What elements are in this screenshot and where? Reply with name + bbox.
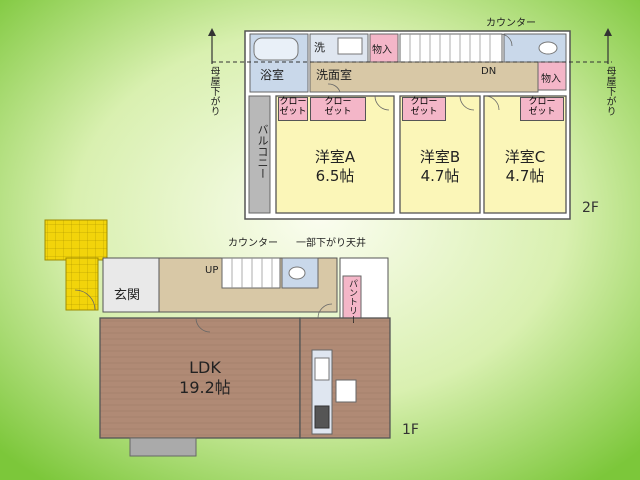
bathtub <box>253 37 299 61</box>
closet-c: クローゼット <box>520 97 564 121</box>
stairs-up-label: UP <box>205 265 219 276</box>
bedroom-c-label: 洋室C 4.7帖 <box>490 148 560 186</box>
roof-step-right-label: 母屋下がり <box>604 66 615 116</box>
washer-label: 洗 <box>314 41 325 54</box>
ldk-label: LDK 19.2帖 <box>150 358 260 398</box>
stairs-second <box>399 33 503 63</box>
bedroom-b-name: 洋室B <box>419 148 461 166</box>
counter-label-second: カウンター <box>486 18 536 29</box>
closet-b: クローゼット <box>402 97 446 121</box>
balcony-label: バルコニー <box>256 124 269 179</box>
storage-right-label: 物入 <box>541 74 561 85</box>
porch-tiles-top <box>44 219 108 261</box>
stairs-first <box>221 257 281 289</box>
bedroom-a-size: 6.5帖 <box>315 166 355 185</box>
first-floor-label: 1F <box>402 422 419 438</box>
ceiling-label: 一部下がり天井 <box>296 238 366 249</box>
ldk-size: 19.2帖 <box>179 378 231 397</box>
stairs-down-label: DN <box>481 66 497 77</box>
counter-label-first: カウンター <box>228 238 278 249</box>
pantry-label: パントリー <box>347 279 357 324</box>
storage-left-box <box>369 33 399 63</box>
bedroom-a-name: 洋室A <box>314 148 356 166</box>
bathroom-label: 浴室 <box>260 68 285 82</box>
washroom-label: 洗面室 <box>316 68 353 82</box>
fridge <box>335 379 357 403</box>
closet-a: クローゼット <box>310 97 366 121</box>
ldk-name: LDK <box>189 358 221 377</box>
terrace-step <box>129 437 197 457</box>
closet-a-small: クローゼット <box>278 97 308 121</box>
balcony-area <box>248 95 271 214</box>
entrance-label: 玄関 <box>114 288 141 303</box>
bedroom-c-size: 4.7帖 <box>505 166 545 185</box>
entrance-area <box>102 257 160 313</box>
corridor-second <box>309 61 539 93</box>
washer-box <box>337 37 363 55</box>
bedroom-b-label: 洋室B 4.7帖 <box>405 148 475 186</box>
second-floor-label: 2F <box>582 200 599 216</box>
bedroom-b-size: 4.7帖 <box>420 166 460 185</box>
second-floor-plan <box>208 28 612 220</box>
bedroom-c-name: 洋室C <box>504 148 546 166</box>
bedroom-a-label: 洋室A 6.5帖 <box>300 148 370 186</box>
storage-left-label: 物入 <box>372 45 392 56</box>
roof-step-left-label: 母屋下がり <box>208 66 219 116</box>
first-floor-plan <box>44 219 391 457</box>
